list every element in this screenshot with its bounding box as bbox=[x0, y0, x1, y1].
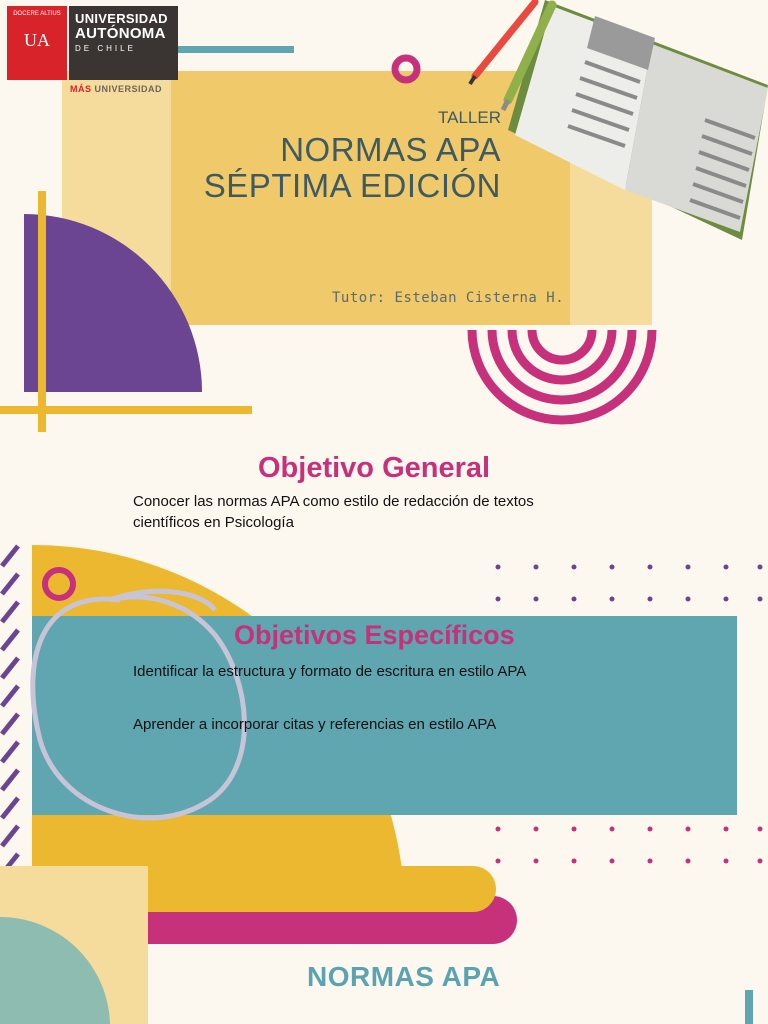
logo-dark-block bbox=[69, 6, 178, 80]
yellow-horizontal-line bbox=[0, 406, 252, 414]
logo-red-block bbox=[7, 6, 67, 80]
purple-stripes bbox=[0, 544, 20, 876]
specific-objective-2: Aprender a incorporar citas y referencia… bbox=[133, 716, 497, 733]
general-text-line1: Conocer las normas APA como estilo de re… bbox=[133, 493, 534, 510]
university-line1: UNIVERSIDAD bbox=[75, 11, 168, 26]
logo-tagline: MÁS UNIVERSIDAD bbox=[70, 84, 162, 94]
logo-crest-text: DOCERE ALTIUS bbox=[13, 11, 61, 17]
header-panel bbox=[171, 71, 570, 325]
general-text-line2: científicos en Psicología bbox=[133, 514, 294, 531]
title-kicker: TALLER bbox=[438, 108, 501, 127]
university-line3: DE CHILE bbox=[75, 44, 136, 53]
yellow-vertical-line bbox=[38, 191, 46, 432]
book-illustration bbox=[508, 0, 768, 240]
magenta-dots-bottom bbox=[495, 826, 763, 864]
university-name: UNIVERSIDAD AUTÓNOMA DE CHILE bbox=[75, 12, 168, 56]
teal-small-bar bbox=[745, 990, 753, 1024]
title-block: TALLER NORMAS APA SÉPTIMA EDICIÓN bbox=[171, 108, 501, 204]
university-line2: AUTÓNOMA bbox=[75, 25, 166, 42]
title-line2: SÉPTIMA EDICIÓN bbox=[203, 167, 501, 204]
pencil-icons bbox=[468, 0, 557, 112]
general-objective-heading: Objetivo General bbox=[258, 452, 491, 484]
specific-objective-1: Identificar la estructura y formato de e… bbox=[133, 663, 527, 680]
magenta-semicircles bbox=[467, 329, 657, 425]
teal-half-circle-front bbox=[0, 917, 110, 1024]
magenta-ring-top bbox=[391, 54, 421, 84]
purple-dots-top bbox=[495, 564, 763, 602]
specific-objectives-heading: Objetivos Específicos bbox=[234, 620, 515, 650]
footer-label: NORMAS APA bbox=[307, 961, 501, 992]
top-teal-bar bbox=[178, 46, 294, 53]
general-objective-text: Conocer las normas APA como estilo de re… bbox=[133, 491, 653, 533]
logo-initials: UA bbox=[24, 30, 50, 50]
scribble-loop bbox=[30, 588, 247, 821]
magenta-ring-left bbox=[42, 567, 76, 601]
purple-quarter-circle bbox=[24, 214, 202, 392]
tagline-rest: UNIVERSIDAD bbox=[91, 84, 163, 94]
title-line1: NORMAS APA bbox=[280, 131, 501, 168]
tutor-name: Tutor: Esteban Cisterna H. bbox=[332, 290, 565, 306]
tagline-accent: MÁS bbox=[70, 84, 92, 94]
teal-panel bbox=[32, 616, 737, 815]
